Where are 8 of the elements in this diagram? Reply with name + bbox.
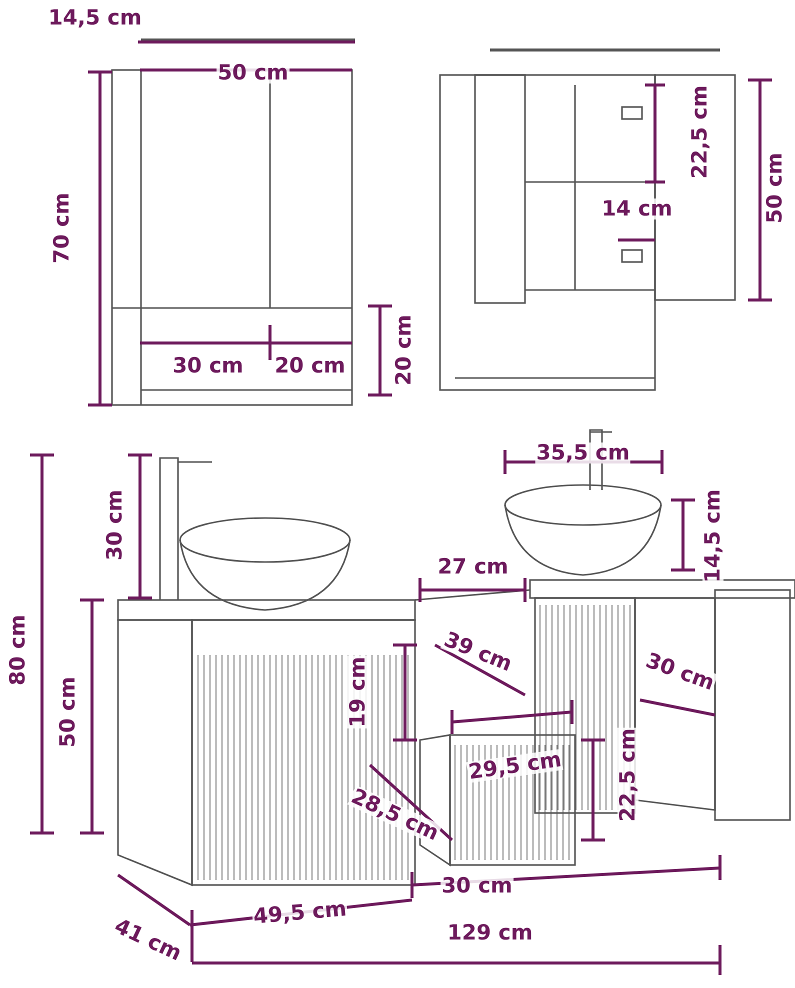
dimension-label: 22,5 cm (618, 727, 638, 823)
dimension-label: 29,5 cm (466, 748, 564, 784)
dimension-label: 22,5 cm (690, 84, 710, 180)
dimension-label: 35,5 cm (535, 442, 631, 464)
dimension-label: 50 cm (216, 62, 290, 84)
dimension-label: 14,5 cm (702, 488, 724, 584)
dimension-label: 14 cm (600, 198, 674, 220)
dimension-label: 19 cm (348, 656, 368, 728)
